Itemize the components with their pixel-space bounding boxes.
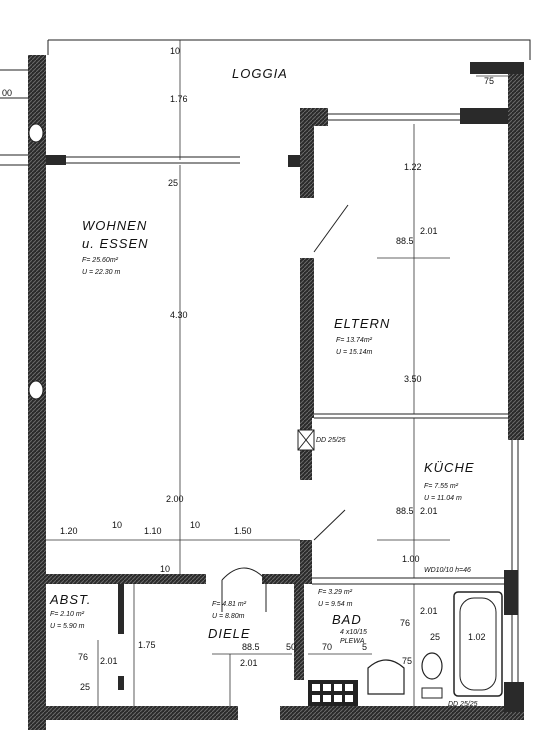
wohnen-area: F= 25.60m² xyxy=(82,257,119,264)
dim-25-top: 25 xyxy=(168,178,178,188)
eltern-perimeter: U = 15.14m xyxy=(336,349,373,356)
wohnen-label-2: u. ESSEN xyxy=(82,236,149,251)
radiator-cells xyxy=(312,684,353,702)
dim-dd-top: DD 25/25 xyxy=(316,437,346,444)
bottom-wall-left xyxy=(28,706,238,720)
kueche-label: KÜCHE xyxy=(424,460,475,475)
dim-201-top: 2.01 xyxy=(420,226,438,236)
dim-122: 1.22 xyxy=(404,162,422,172)
dim-75-bad: 75 xyxy=(402,656,412,666)
eltern-left-wall xyxy=(300,258,314,418)
window-left-upper xyxy=(28,123,44,143)
sink xyxy=(367,659,405,695)
kueche-door-swing xyxy=(313,509,346,541)
bathtub-inner xyxy=(459,597,497,691)
dim-885-diele: 88.5 xyxy=(242,642,260,652)
dim-5: 5 xyxy=(362,642,367,652)
wohnen-label: WOHNEN xyxy=(82,218,147,233)
dim-dd-bot: DD 25/25 xyxy=(448,701,478,708)
loggia-window-wall xyxy=(46,155,66,165)
dim-201-diele: 2.01 xyxy=(240,658,258,668)
toilet xyxy=(421,652,443,680)
right-corner-block xyxy=(470,62,524,74)
bad-area: F= 3.29 m² xyxy=(318,589,353,596)
dim-200: 2.00 xyxy=(166,494,184,504)
abst-area: F= 2.10 m² xyxy=(50,611,85,618)
bottom-wall-right xyxy=(280,706,524,720)
dim-100: 1.00 xyxy=(402,554,420,564)
kueche-area: F= 7.55 m² xyxy=(424,483,459,490)
abst-label: ABST. xyxy=(49,592,91,607)
dim-150: 1.50 xyxy=(234,526,252,536)
dim-wd: WD10/10 h=46 xyxy=(424,567,471,574)
dim-110: 1.10 xyxy=(144,526,162,536)
diele-label: DIELE xyxy=(208,626,251,641)
dim-00: 00 xyxy=(2,88,12,98)
diele-perimeter: U = 8.80m xyxy=(212,613,245,620)
dim-10-mid2: 10 xyxy=(190,520,200,530)
chimney-x-2 xyxy=(297,429,315,451)
dim-175: 1.75 xyxy=(138,640,156,650)
eltern-label: ELTERN xyxy=(334,316,390,331)
dim-430: 4.30 xyxy=(170,310,188,320)
dim-176: 1.76 xyxy=(170,94,188,104)
eltern-area: F= 13.74m² xyxy=(336,337,373,344)
dim-50: 50 xyxy=(286,642,296,652)
loggia-label: LOGGIA xyxy=(232,66,288,81)
loggia-outline xyxy=(47,39,531,60)
lower-wall-mid xyxy=(262,574,300,584)
bottom-right-block xyxy=(504,682,524,712)
diele-area: F= 4.81 m² xyxy=(212,601,247,608)
dim-70: 70 xyxy=(322,642,332,652)
dim-10-mid1: 10 xyxy=(112,520,122,530)
diele-door-arc xyxy=(221,567,267,581)
dim-10-low: 10 xyxy=(160,564,170,574)
abst-perimeter: U = 5.90 m xyxy=(50,623,85,630)
dim-102: 1.02 xyxy=(468,632,486,642)
window-left-lower xyxy=(28,380,44,400)
dim-76-bad: 76 xyxy=(400,618,410,628)
abst-right-wall xyxy=(118,584,124,634)
bad-note-2: PLEWA xyxy=(340,638,365,645)
eltern-left-wall-top xyxy=(300,126,314,198)
eltern-top-wall xyxy=(300,108,328,126)
kueche-bottom-wall xyxy=(300,540,312,584)
right-lower-wall-block xyxy=(504,570,518,615)
right-outer-wall-upper xyxy=(508,62,524,440)
bad-note-1: 4 x10/15 xyxy=(340,629,367,636)
dim-75: 75 xyxy=(484,76,494,86)
wohnen-perimeter: U = 22.30 m xyxy=(82,269,120,276)
dim-201-left: 2.01 xyxy=(100,656,118,666)
dim-885-top: 88.5 xyxy=(396,236,414,246)
dim-10-top: 10 xyxy=(170,46,180,56)
dim-201-mid: 2.01 xyxy=(420,506,438,516)
dim-25-bad: 25 xyxy=(430,632,440,642)
dim-25-left: 25 xyxy=(80,682,90,692)
dim-76-left: 76 xyxy=(78,652,88,662)
bad-perimeter: U = 9.54 m xyxy=(318,601,353,608)
kueche-perimeter: U = 11.04 m xyxy=(424,495,462,502)
eltern-door-swing xyxy=(313,204,349,253)
dim-120: 1.20 xyxy=(60,526,78,536)
lower-wall-left xyxy=(46,574,206,584)
abst-right-wall-low xyxy=(118,676,124,690)
diele-bad-wall xyxy=(294,584,304,680)
toilet-tank xyxy=(421,687,443,699)
bad-label: BAD xyxy=(332,612,362,627)
radiator xyxy=(308,680,358,706)
dim-350: 3.50 xyxy=(404,374,422,384)
eltern-top-right-wall xyxy=(460,108,508,124)
dim-201-bad: 2.01 xyxy=(420,606,438,616)
dim-885-mid: 88.5 xyxy=(396,506,414,516)
